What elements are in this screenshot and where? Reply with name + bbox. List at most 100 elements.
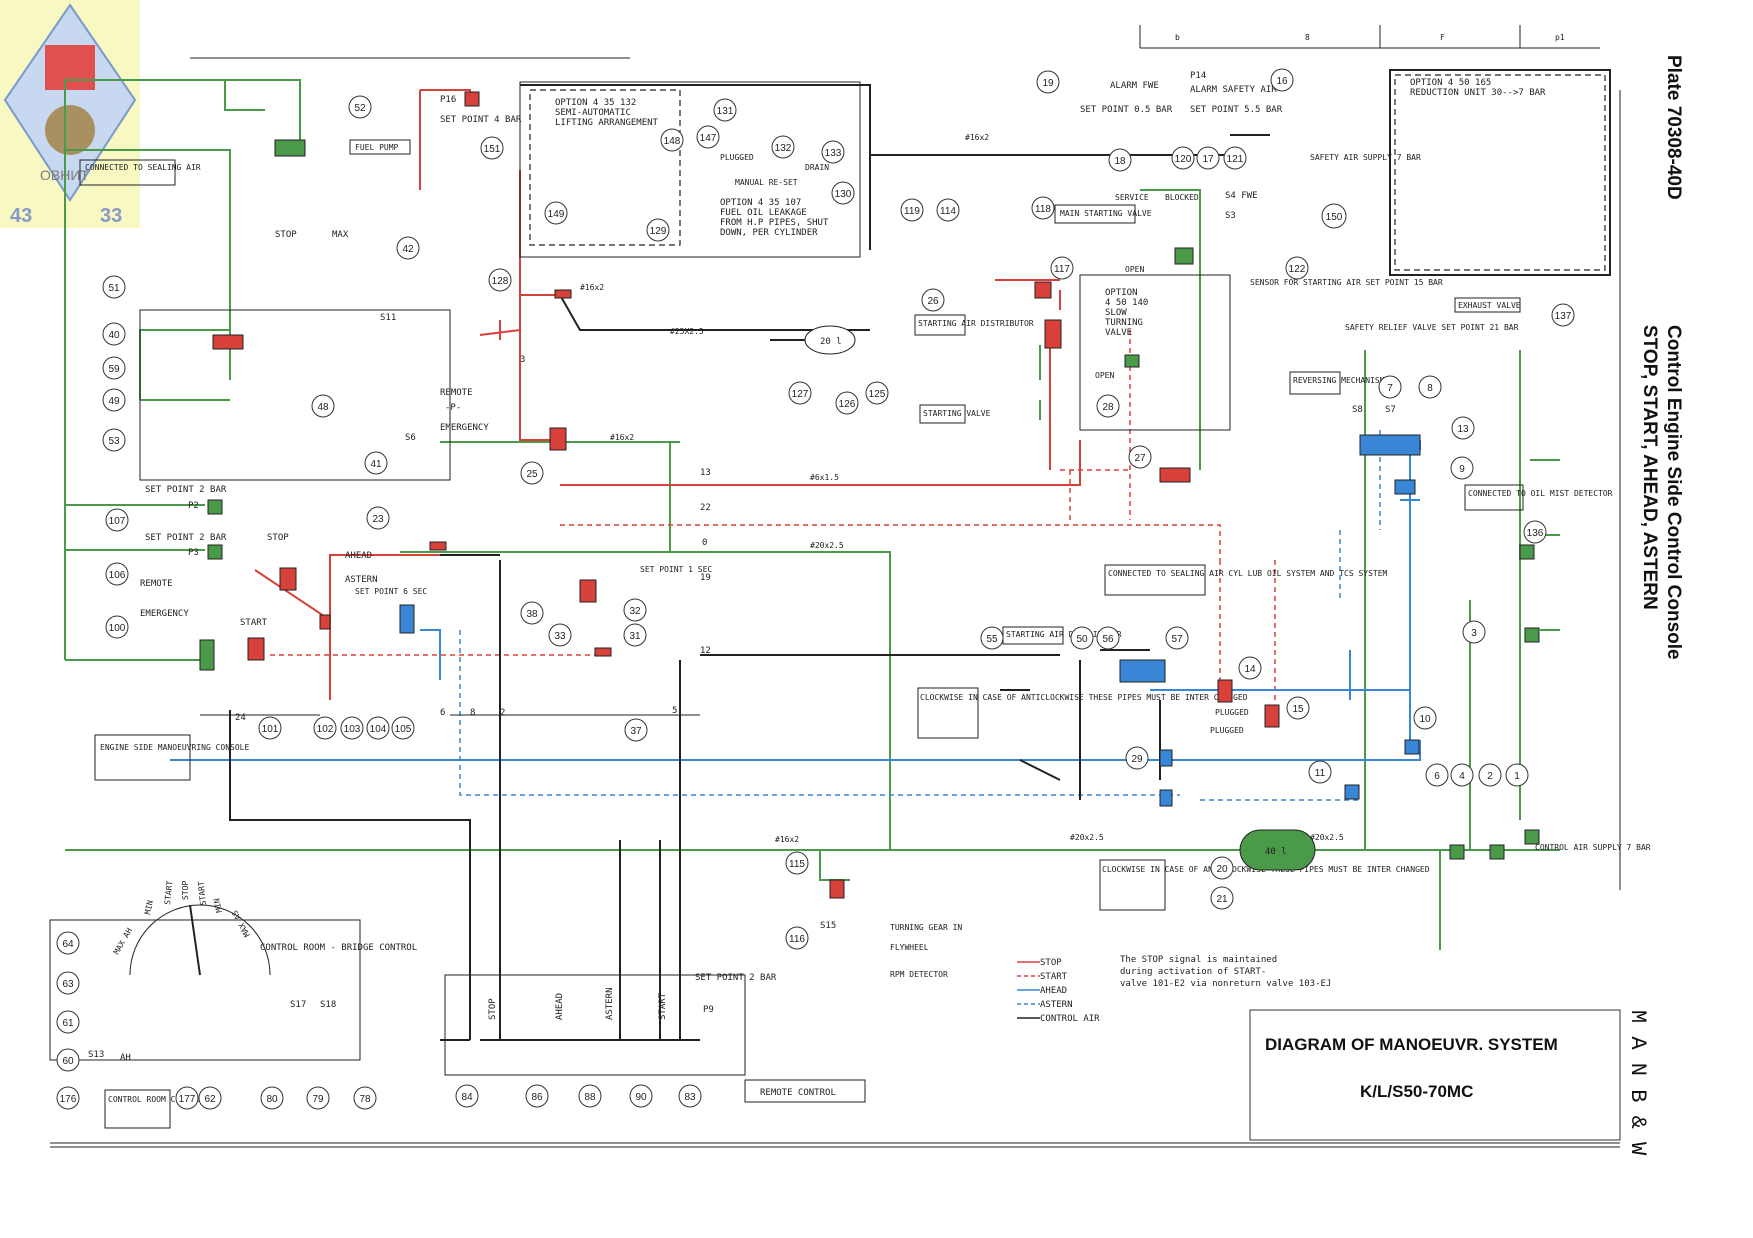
option-107-line3: FROM H.P PIPES, SHUT: [720, 218, 829, 228]
header-mark-f: F: [1440, 33, 1445, 42]
plate-number: Plate 70308-40D: [1663, 55, 1684, 200]
callout-49-label: 49: [108, 396, 120, 407]
callout-13-label: 13: [1457, 424, 1469, 435]
callout-28-label: 28: [1102, 402, 1114, 413]
callout-90-label: 90: [635, 1092, 647, 1103]
callout-63: [56, 971, 80, 995]
callout-52: [348, 95, 372, 119]
note-line3: valve 101-E2 via nonreturn valve 103-EJ: [1120, 979, 1331, 989]
callout-29: [1125, 746, 1149, 770]
label-rc-start: START: [658, 992, 668, 1020]
pipe-label-9: #16x2: [775, 835, 799, 844]
callout-15: [1286, 696, 1310, 720]
callout-16: [1270, 68, 1294, 92]
callout-176: [56, 1086, 80, 1110]
callout-151: [480, 136, 504, 160]
callout-40: [102, 322, 126, 346]
callout-38-label: 38: [526, 609, 538, 620]
line-number-5: 5: [672, 706, 677, 716]
callout-127-label: 127: [792, 389, 809, 400]
pipe-label-4: #20x2.5: [810, 541, 844, 550]
callout-37-label: 37: [630, 726, 642, 737]
callout-118-label: 118: [1035, 204, 1051, 215]
callout-114: [936, 198, 960, 222]
label-emergency-lever: EMERGENCY: [440, 423, 489, 433]
label-p16: P16: [440, 95, 456, 105]
callout-23-label: 23: [372, 514, 384, 525]
diagram-title: DIAGRAM OF MANOEUVR. SYSTEM: [1265, 1035, 1558, 1054]
pipe-label-7: #20x2.5: [1070, 833, 1104, 842]
callout-19-label: 19: [1042, 78, 1054, 89]
label-p2: P2: [188, 501, 199, 511]
label-set-point-55: SET POINT 5.5 BAR: [1190, 105, 1283, 115]
label-set-point-4bar: SET POINT 4 BAR: [440, 115, 522, 125]
header-mark-b: b: [1175, 33, 1180, 42]
callout-103-label: 103: [344, 724, 361, 735]
option-140-line3: SLOW: [1105, 308, 1127, 318]
callout-64: [56, 931, 80, 955]
callout-83: [678, 1084, 702, 1108]
label-plugged-2: PLUGGED: [1215, 708, 1249, 717]
callout-20-label: 20: [1216, 864, 1228, 875]
note-line1: The STOP signal is maintained: [1120, 955, 1277, 965]
pipe-labels: #16x2 #25X2.5 #6x1.5 #20x2.5 #16x2 #16x2…: [235, 133, 1344, 844]
header-mark-8: 8: [1305, 33, 1310, 42]
callout-6: [1425, 763, 1449, 787]
callout-59-label: 59: [108, 364, 120, 375]
line-number-2: 2: [500, 708, 505, 718]
callout-59: [102, 356, 126, 380]
callout-127: [788, 381, 812, 405]
callout-130: [831, 181, 855, 205]
option-132-line3: LIFTING ARRANGEMENT: [555, 118, 659, 128]
callout-150-label: 150: [1326, 212, 1343, 223]
callout-129: [646, 218, 670, 242]
callout-51: [102, 275, 126, 299]
callout-41: [364, 451, 388, 475]
callout-101: [258, 716, 282, 740]
callout-18: [1108, 148, 1132, 172]
callout-28: [1096, 394, 1120, 418]
emblem-logo: ОВНИТ 43 33: [0, 0, 140, 228]
callout-132: [771, 135, 795, 159]
callout-120-label: 120: [1175, 154, 1192, 165]
label-connected-sealing-air: CONNECTED TO SEALING AIR: [85, 163, 201, 172]
callout-104: [366, 716, 390, 740]
callout-121: [1223, 146, 1247, 170]
callout-23: [366, 506, 390, 530]
label-emergency: EMERGENCY: [140, 609, 189, 619]
line-number-19: 19: [700, 573, 711, 583]
pipe-label-8: #20x2.5: [1310, 833, 1344, 842]
callout-121-label: 121: [1227, 154, 1244, 165]
callout-8: [1418, 375, 1442, 399]
option-165-line2: REDUCTION UNIT 30-->7 BAR: [1410, 88, 1546, 98]
dial-start-1: START: [163, 880, 174, 905]
callout-120: [1171, 146, 1195, 170]
callout-26-label: 26: [927, 296, 939, 307]
callout-55-label: 55: [986, 634, 998, 645]
callout-119-label: 119: [904, 206, 920, 217]
label-sensor-starting-air: SENSOR FOR STARTING AIR SET POINT 15 BAR: [1250, 278, 1443, 287]
callout-100: [105, 615, 129, 639]
label-rc-set-point: SET POINT 2 BAR: [695, 973, 777, 983]
label-p: -P-: [445, 403, 461, 413]
line-number-13: 13: [700, 468, 711, 478]
callout-15-label: 15: [1292, 704, 1304, 715]
callout-148: [660, 128, 684, 152]
dial-min-1: MIN: [143, 899, 155, 915]
label-s3: S3: [1225, 211, 1236, 221]
callout-126: [835, 391, 859, 415]
callout-57: [1165, 626, 1189, 650]
callout-33: [548, 623, 572, 647]
header-mark-p: p1: [1555, 33, 1565, 42]
note: The STOP signal is maintained during act…: [1120, 955, 1331, 989]
callout-8-label: 8: [1427, 383, 1433, 394]
line-number-22: 22: [700, 503, 711, 513]
callout-78-label: 78: [359, 1094, 371, 1105]
callout-88-label: 88: [584, 1092, 596, 1103]
label-s11: S11: [380, 313, 396, 323]
callout-105-label: 105: [395, 724, 412, 735]
callout-79-label: 79: [312, 1094, 324, 1105]
label-starting-air-distributor-2: STARTING AIR DISTRIBUTOR: [1006, 630, 1122, 639]
side-title-line1: Control Engine Side Control Console: [1663, 325, 1684, 660]
label-control-room-console: CONTROL ROOM CONSOLE: [108, 1095, 205, 1104]
